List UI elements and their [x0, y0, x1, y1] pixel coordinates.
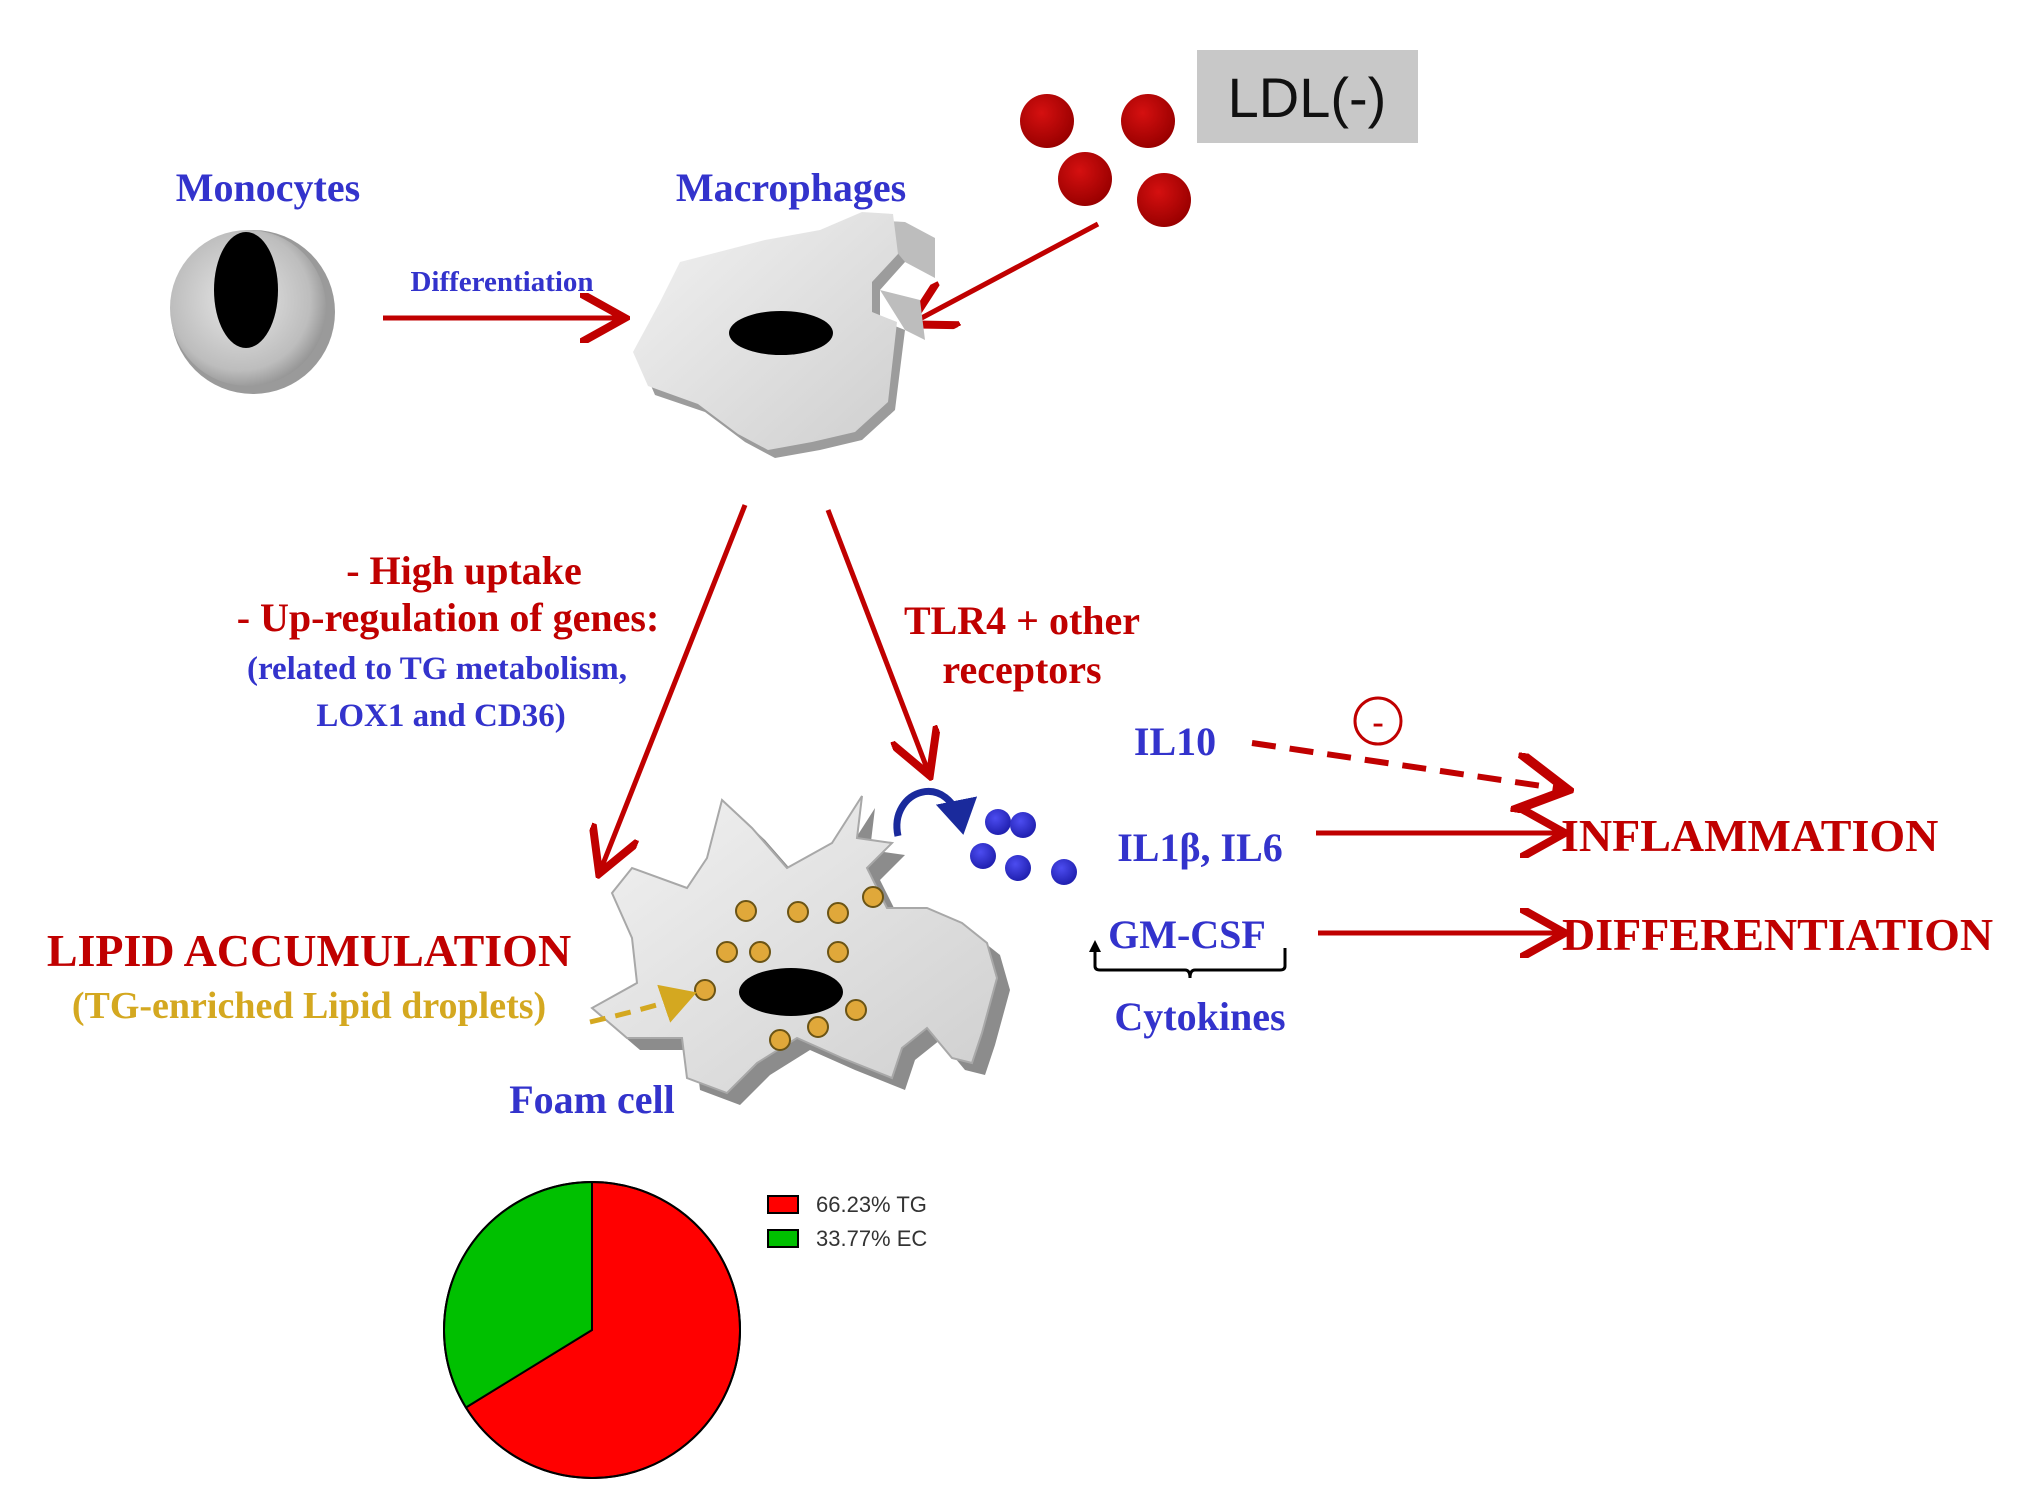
ldl-label: LDL(-): [1228, 66, 1387, 129]
lipid-droplet-pointer: [589, 984, 697, 1025]
lipid-droplets: [694, 886, 884, 1051]
lipid-droplet: [827, 941, 849, 963]
cytokine-particle: [985, 809, 1011, 835]
ldl-particle: [1137, 173, 1191, 227]
lipid-composition-pie: [443, 1180, 741, 1479]
pie-legend: 66.23% TG 33.77% EC: [767, 1192, 927, 1251]
cytokine-particle: [1010, 812, 1036, 838]
lipid-droplet: [807, 1016, 829, 1038]
ldl-particle: [1121, 94, 1175, 148]
lipid-droplet: [749, 941, 771, 963]
pie-outline: [443, 1181, 741, 1479]
lipid-droplet: [862, 886, 884, 908]
macrophage-nucleus: [729, 311, 833, 355]
tlr4-path-arrow: [825, 509, 928, 771]
uptake-text-line2: - Up-regulation of genes:: [237, 595, 660, 640]
cytokines-brace-tip: [1089, 940, 1101, 952]
lipid-droplet: [735, 900, 757, 922]
cytokines-brace: [1093, 948, 1287, 979]
autocrine-loop-arrow: [893, 787, 978, 837]
uptake-text-line1: - High uptake: [346, 548, 582, 593]
il1b-il6-label: IL1β, IL6: [1117, 825, 1283, 870]
uptake-text-line4: LOX1 and CD36): [316, 698, 565, 734]
il10-inhibition-arrow: [1251, 740, 1562, 789]
gmcsf-label: GM-CSF: [1108, 912, 1266, 957]
cytokine-particle: [1005, 855, 1031, 881]
legend-swatch-2: [767, 1229, 799, 1248]
negative-regulation-sign: -: [1372, 704, 1383, 741]
legend-label-1: 66.23% TG: [816, 1192, 927, 1217]
legend-swatch-1: [767, 1195, 799, 1214]
lipid-droplet: [845, 999, 867, 1021]
foam-cell: [590, 795, 1010, 1105]
secreted-cytokines: [970, 809, 1077, 885]
differentiation-arrow-label: Differentiation: [410, 266, 593, 298]
tlr4-text-line1: TLR4 + other: [904, 598, 1140, 643]
differentiation-output-label: DIFFERENTIATION: [1562, 909, 1993, 960]
foam-cell-nucleus: [739, 968, 843, 1016]
lipid-accumulation-subtitle: (TG-enriched Lipid droplets): [72, 985, 546, 1027]
macrophages-title: Macrophages: [676, 165, 906, 210]
il10-label: IL10: [1134, 719, 1216, 764]
tlr4-text-line2: receptors: [942, 647, 1101, 692]
monocyte-nucleus: [214, 232, 278, 348]
inflammation-label: INFLAMMATION: [1561, 810, 1938, 861]
lipid-droplet: [769, 1029, 791, 1051]
ldl-to-macrophage-arrow: [914, 221, 1100, 322]
ldl-particles: [1020, 94, 1191, 227]
lipid-droplet: [694, 979, 716, 1001]
uptake-text-line3: (related to TG metabolism,: [247, 651, 627, 687]
cytokine-particle: [1051, 859, 1077, 885]
ldl-particle: [1020, 94, 1074, 148]
ldl-particle: [1058, 152, 1112, 206]
monocytes-title: Monocytes: [176, 165, 360, 210]
lipid-droplet: [716, 941, 738, 963]
cytokines-label: Cytokines: [1114, 994, 1285, 1039]
monocyte-cell: [170, 230, 335, 394]
ldl-label-box: LDL(-): [1197, 50, 1418, 143]
lipid-accumulation-title: LIPID ACCUMULATION: [47, 925, 571, 976]
legend-label-2: 33.77% EC: [816, 1226, 927, 1251]
macrophage-cell: [633, 212, 935, 458]
uptake-path-arrow: [601, 504, 748, 869]
lipid-droplet: [827, 902, 849, 924]
negative-regulation-badge: -: [1353, 696, 1403, 746]
lipid-droplet: [787, 901, 809, 923]
cytokine-particle: [970, 843, 996, 869]
foam-cell-label: Foam cell: [509, 1077, 675, 1122]
